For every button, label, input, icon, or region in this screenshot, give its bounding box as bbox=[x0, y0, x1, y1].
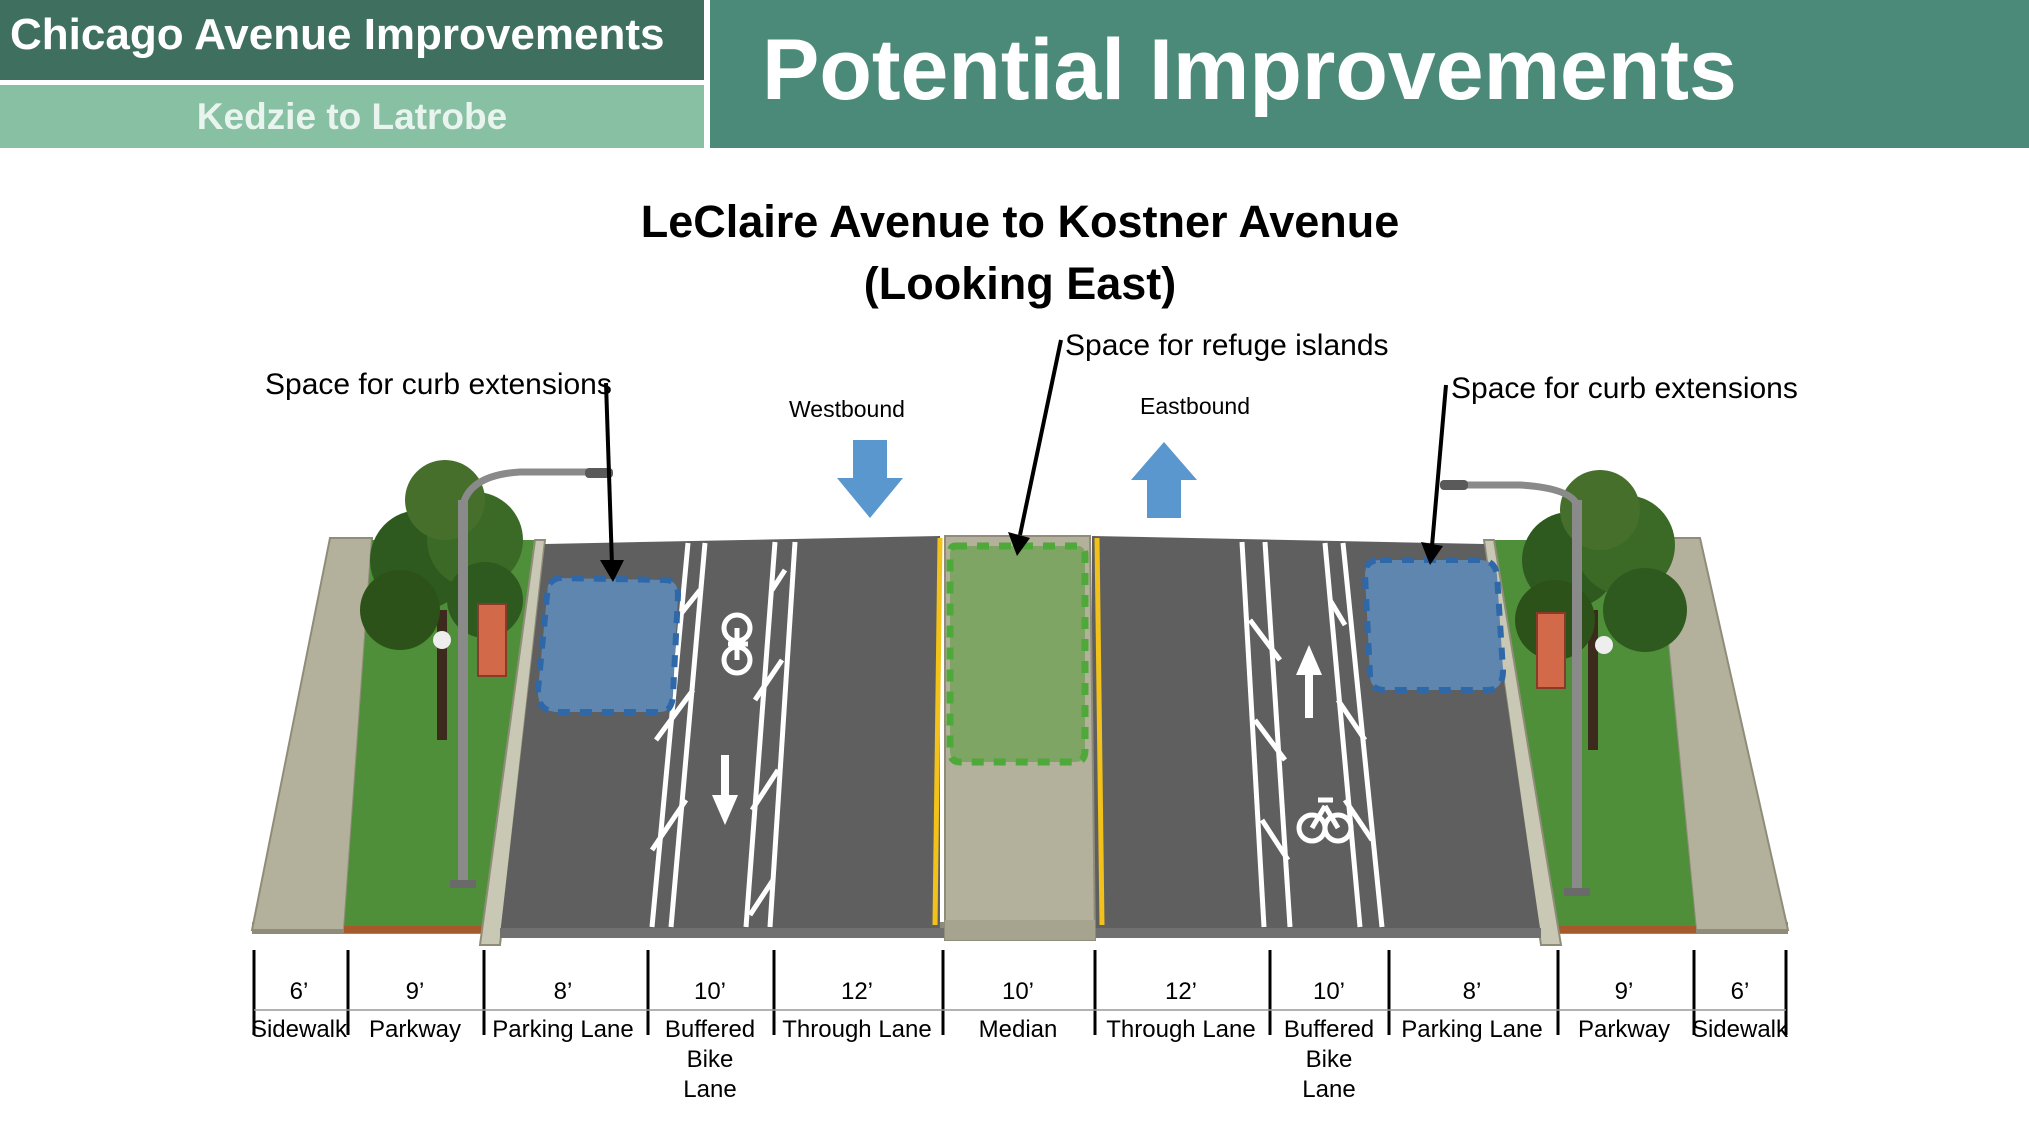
project-subtitle: Kedzie to Latrobe bbox=[0, 85, 704, 148]
eastbound-label: Eastbound bbox=[1140, 393, 1250, 419]
center-line-west bbox=[932, 537, 943, 926]
parkway-left-soil bbox=[344, 926, 515, 933]
segment-name-2: Parking Lane bbox=[492, 1016, 634, 1043]
segment-name-5: Median bbox=[978, 1016, 1058, 1043]
segment-width-7: 10’ bbox=[1312, 978, 1346, 1005]
streetlight-left-icon bbox=[433, 468, 613, 888]
segment-width-1: 9’ bbox=[405, 978, 425, 1005]
diagram-title-line1: LeClaire Avenue to Kostner Avenue bbox=[640, 196, 1400, 247]
callout-arrowheads bbox=[600, 532, 1443, 582]
callout-pointers bbox=[604, 339, 1448, 566]
segment-width-9: 9’ bbox=[1614, 978, 1634, 1005]
parkway-right-soil bbox=[1525, 926, 1696, 933]
segment-width-2: 8’ bbox=[553, 978, 573, 1005]
center-line-east bbox=[1094, 537, 1105, 926]
segment-width-6: 12’ bbox=[1164, 978, 1198, 1005]
segment-name-10: Sidewalk bbox=[1691, 1016, 1789, 1043]
callout-curb-extensions-left: Space for curb extensions bbox=[265, 368, 612, 401]
segment-width-10: 6’ bbox=[1730, 978, 1750, 1005]
segment-width-3: 10’ bbox=[693, 978, 727, 1005]
segment-width-8: 8’ bbox=[1462, 978, 1482, 1005]
segment-name-4: Through Lane bbox=[782, 1016, 932, 1043]
westbound-pavement-arrow-icon bbox=[712, 755, 738, 825]
sidewalk-right bbox=[1656, 537, 1790, 931]
curb-extension-left bbox=[534, 574, 682, 715]
curb-extension-right bbox=[1361, 557, 1507, 693]
westbound-label: Westbound bbox=[789, 396, 905, 422]
segment-name-7: Buffered Bike Lane bbox=[1283, 1016, 1375, 1103]
eastbound-bike-lane-lines bbox=[1239, 541, 1385, 928]
segment-width-0: 6’ bbox=[289, 978, 309, 1005]
segment-width-5: 10’ bbox=[1001, 978, 1035, 1005]
segment-name-1: Parkway bbox=[368, 1016, 462, 1043]
callout-curb-extensions-right: Space for curb extensions bbox=[1451, 372, 1798, 405]
slide-title: Potential Improvements bbox=[710, 0, 2029, 148]
segment-name-8: Parking Lane bbox=[1401, 1016, 1543, 1043]
eastbound-pavement-arrow-icon bbox=[1296, 645, 1322, 718]
refuge-island bbox=[946, 542, 1089, 766]
westbound-bike-symbol-icon bbox=[721, 612, 753, 676]
segment-width-4: 12’ bbox=[840, 978, 874, 1005]
segment-name-3: Buffered Bike Lane bbox=[664, 1016, 756, 1103]
callout-refuge-islands: Space for refuge islands bbox=[1065, 329, 1389, 362]
eastbound-bike-symbol-icon bbox=[1296, 797, 1354, 844]
diagram-title-line2: (Looking East) bbox=[863, 258, 1177, 309]
segment-name-6: Through Lane bbox=[1106, 1016, 1256, 1043]
median-front bbox=[945, 920, 1095, 940]
segment-name-0: Sidewalk bbox=[250, 1016, 348, 1043]
dimension-ticks bbox=[252, 950, 1788, 1035]
westbound-arrow-icon bbox=[837, 440, 903, 518]
segment-name-9: Parkway bbox=[1577, 1016, 1671, 1043]
westbound-bike-lane-lines bbox=[649, 541, 798, 928]
curb-left bbox=[478, 539, 547, 946]
streetlight-right-icon bbox=[1440, 480, 1613, 896]
project-title: Chicago Avenue Improvements bbox=[0, 0, 704, 80]
eastbound-arrow-icon bbox=[1131, 442, 1197, 518]
